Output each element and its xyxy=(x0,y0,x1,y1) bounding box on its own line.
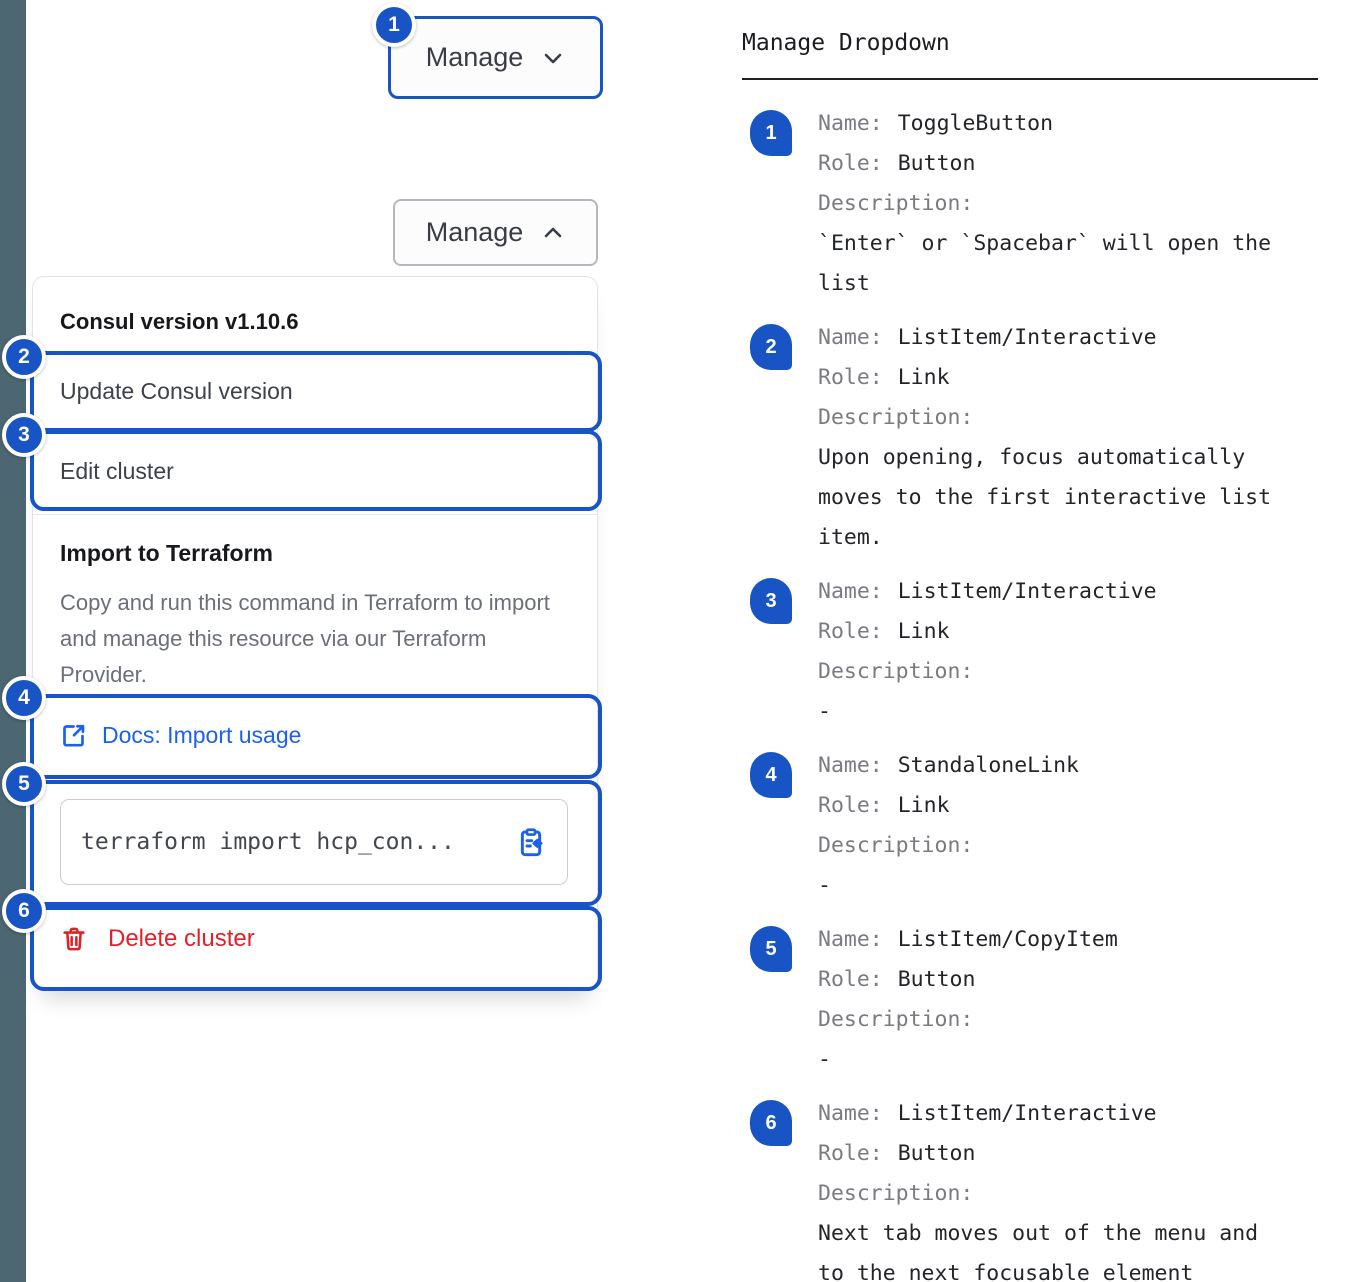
menu-divider xyxy=(33,514,597,515)
entry-role-line: Role:Button xyxy=(818,967,976,992)
entry-name-line: Name:ListItem/Interactive xyxy=(818,1101,1157,1126)
manage-toggle-label: Manage xyxy=(425,42,524,72)
legend-badge-3: 3 xyxy=(750,578,792,624)
entry-name-line: Name:ListItem/Interactive xyxy=(818,579,1157,604)
entry-description-label: Description: xyxy=(818,1181,974,1206)
legend-badge-2: 2 xyxy=(750,324,792,370)
entry-description-text: Next tab moves out of the menu and to th… xyxy=(818,1221,1259,1282)
legend-title: Manage Dropdown xyxy=(742,30,950,56)
copy-to-clipboard-button[interactable] xyxy=(513,824,549,860)
entry-role-line: Role:Link xyxy=(818,365,950,390)
legend-entries: 1 Name:ToggleButton Role:Button Descript… xyxy=(742,104,1342,1282)
entry-name-line: Name:StandaloneLink xyxy=(818,753,1079,778)
clipboard-copy-icon xyxy=(520,828,543,857)
legend-entry-5: 5 Name:ListItem/CopyItem Role:Button Des… xyxy=(750,920,1342,1080)
legend-entry-6: 6 Name:ListItem/Interactive Role:Button … xyxy=(750,1094,1342,1282)
terraform-import-code-field: terraform import hcp_con... xyxy=(60,799,568,885)
annotation-pin-3: 3 xyxy=(2,413,46,457)
legend-panel: Manage Dropdown 1 Name:ToggleButton Role… xyxy=(742,30,1342,1282)
entry-name-line: Name:ListItem/Interactive xyxy=(818,325,1157,350)
entry-description-label: Description: xyxy=(818,405,974,430)
legend-badge-4: 4 xyxy=(750,752,792,798)
entry-description-label: Description: xyxy=(818,659,974,684)
legend-badge-1: 1 xyxy=(750,110,792,156)
entry-role-line: Role:Button xyxy=(818,151,976,176)
annotation-pin-1: 1 xyxy=(372,3,416,47)
legend-entry-4: 4 Name:StandaloneLink Role:Link Descript… xyxy=(750,746,1342,906)
menu-item-edit-cluster[interactable]: Edit cluster xyxy=(60,458,174,484)
entry-description-text: - xyxy=(818,873,831,898)
terraform-import-command: terraform import hcp_con... xyxy=(81,829,455,855)
entry-role-line: Role:Button xyxy=(818,1141,976,1166)
entry-role-line: Role:Link xyxy=(818,619,950,644)
manage-toggle-button[interactable]: Manage xyxy=(388,16,603,99)
entry-description-label: Description: xyxy=(818,833,974,858)
entry-description-label: Description: xyxy=(818,191,974,216)
delete-cluster-label: Delete cluster xyxy=(108,925,255,952)
entry-name-line: Name:ListItem/CopyItem xyxy=(818,927,1118,952)
manage-toggle-open-label: Manage xyxy=(425,217,524,247)
annotation-pin-5: 5 xyxy=(2,762,46,806)
entry-description-text: Upon opening, focus automatically moves … xyxy=(818,445,1272,550)
entry-description-text: - xyxy=(818,699,831,724)
entry-name-line: Name:ToggleButton xyxy=(818,111,1054,136)
import-to-terraform-title: Import to Terraform xyxy=(60,540,273,566)
trash-icon xyxy=(63,927,85,951)
external-link-icon xyxy=(63,724,85,747)
chevron-down-icon xyxy=(544,53,562,63)
legend-badge-5: 5 xyxy=(750,926,792,972)
docs-import-usage-link[interactable]: Docs: Import usage xyxy=(60,722,301,749)
menu-item-delete-cluster[interactable]: Delete cluster xyxy=(60,925,255,953)
annotation-pin-6: 6 xyxy=(2,889,46,933)
entry-description-text: `Enter` or `Spacebar` will open the list xyxy=(818,231,1272,296)
annotation-pin-2: 2 xyxy=(2,335,46,379)
consul-version-header: Consul version v1.10.6 xyxy=(60,309,299,334)
annotation-pin-4: 4 xyxy=(2,676,46,720)
legend-badge-6: 6 xyxy=(750,1100,792,1146)
entry-description-text: - xyxy=(818,1047,831,1072)
legend-entry-1: 1 Name:ToggleButton Role:Button Descript… xyxy=(750,104,1342,304)
legend-rule xyxy=(742,78,1318,80)
manage-toggle-button-open[interactable]: Manage xyxy=(393,199,598,266)
legend-entry-3: 3 Name:ListItem/Interactive Role:Link De… xyxy=(750,572,1342,732)
menu-item-update-consul-version[interactable]: Update Consul version xyxy=(60,378,293,404)
chevron-up-icon xyxy=(544,227,562,237)
entry-description-label: Description: xyxy=(818,1007,974,1032)
left-edge-strip xyxy=(0,0,26,1282)
import-to-terraform-description: Copy and run this command in Terraform t… xyxy=(60,590,550,687)
docs-link-label: Docs: Import usage xyxy=(102,722,302,748)
legend-entry-2: 2 Name:ListItem/Interactive Role:Link De… xyxy=(750,318,1342,558)
entry-role-line: Role:Link xyxy=(818,793,950,818)
